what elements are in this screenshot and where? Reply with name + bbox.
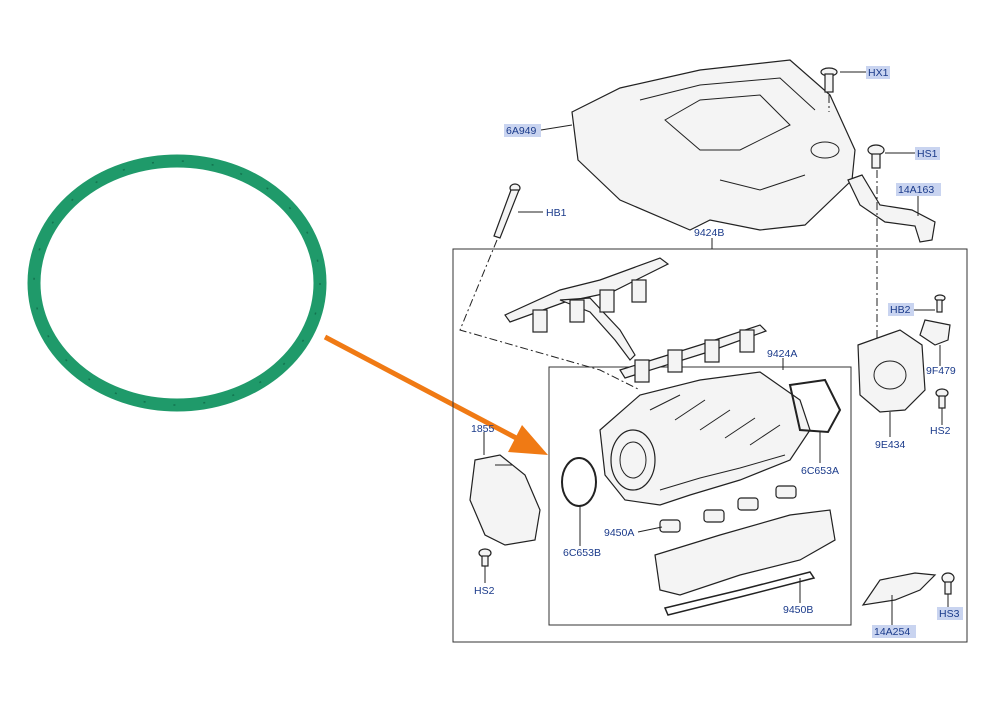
fuel-rail [504, 257, 768, 383]
seals-9450a [659, 485, 797, 533]
bolt-hs3 [941, 572, 955, 595]
label-hb1: HB1 [546, 207, 567, 219]
bolt-hs1 [867, 144, 885, 169]
label-9e434: 9E434 [875, 439, 906, 451]
bolt-hb1 [493, 183, 521, 239]
gasket-9450b [663, 571, 816, 616]
label-6c653a: 6C653A [801, 465, 839, 477]
label-9424a: 9424A [767, 348, 797, 360]
gasket-ring [27, 154, 327, 412]
label-14a254: 14A254 [874, 626, 910, 638]
label-hx1: HX1 [868, 67, 889, 79]
part-labels: HX1 6A949 HS1 14A163 HB1 9424B HB2 9F479… [471, 66, 963, 638]
intake-manifold [599, 371, 811, 506]
bracket-14a254 [861, 572, 937, 606]
bracket-14a163 [847, 174, 936, 243]
gasket-6c653a [788, 378, 842, 434]
label-hs2-right: HS2 [930, 425, 951, 437]
sensor-9f479 [919, 319, 951, 346]
label-9424b: 9424B [694, 227, 724, 239]
label-14a163: 14A163 [898, 184, 934, 196]
label-18550: 1855 [471, 423, 495, 435]
inner-frame [548, 366, 852, 626]
label-hs2-left: HS2 [474, 585, 495, 597]
housing-9e434 [857, 329, 926, 413]
label-9450a: 9450A [604, 527, 634, 539]
bolt-hs2-right [935, 388, 949, 409]
engine-cover [571, 59, 856, 231]
bolt-hs2-left [478, 548, 492, 567]
outer-frame [452, 248, 968, 643]
label-6a949: 6A949 [506, 125, 537, 137]
gasket-6c653b [561, 457, 597, 507]
leader-lines [483, 71, 949, 625]
label-hs3: HS3 [939, 608, 960, 620]
bolt-hx1 [820, 67, 838, 93]
label-9450b: 9450B [783, 604, 813, 616]
label-9f479: 9F479 [926, 365, 956, 377]
label-hb2: HB2 [890, 304, 911, 316]
bolt-hb2 [934, 294, 946, 313]
pointer-arrow [323, 334, 548, 455]
label-hs1: HS1 [917, 148, 938, 160]
label-6c653b: 6C653B [563, 547, 601, 559]
lower-manifold [654, 509, 836, 596]
throttle-body [469, 454, 541, 546]
